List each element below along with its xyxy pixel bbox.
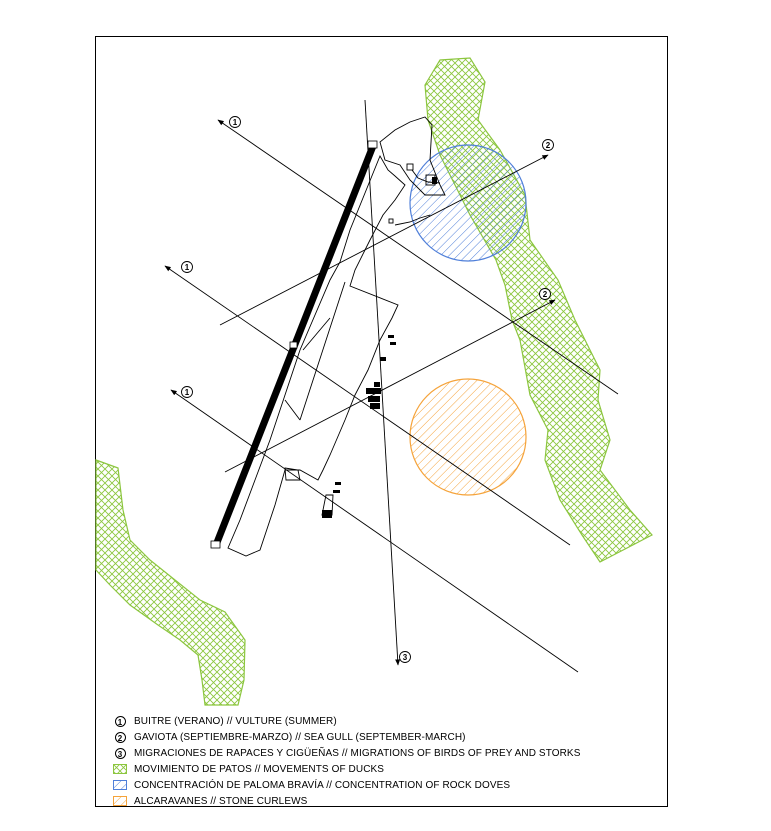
marker-seagull-1: 2: [542, 139, 554, 151]
legend-label: BUITRE (VERANO) // VULTURE (SUMMER): [134, 715, 337, 727]
svg-text:1: 1: [185, 263, 190, 272]
legend-label: GAVIOTA (SEPTIEMBRE-MARZO) // SEA GULL (…: [134, 731, 466, 743]
legend-label: ALCARAVANES // STONE CURLEWS: [134, 795, 308, 807]
marker-vulture-3: 1: [181, 386, 193, 398]
legend-item-stone-curlews: ALCARAVANES // STONE CURLEWS: [113, 793, 653, 809]
legend-marker: 3: [114, 747, 126, 759]
runway-threshold-north: [367, 140, 378, 149]
svg-text:2: 2: [543, 290, 548, 299]
legend-item-vulture: 1 BUITRE (VERANO) // VULTURE (SUMMER): [113, 713, 653, 729]
vulture-route-2: [164, 265, 571, 546]
legend: 1 BUITRE (VERANO) // VULTURE (SUMMER) 2 …: [113, 713, 653, 809]
runway-midpoint-marker: [289, 341, 298, 349]
rock-doves-zone: [409, 144, 527, 262]
terminal-buildings: [322, 177, 437, 518]
marker-seagull-2: 2: [539, 288, 551, 300]
bird-routes: [164, 99, 619, 673]
ducks-zone-left: [95, 459, 246, 706]
legend-label: MIGRACIONES DE RAPACES Y CIGÜEÑAS // MIG…: [134, 747, 581, 759]
marker-vulture-2: 1: [181, 261, 193, 273]
svg-text:3: 3: [403, 653, 408, 662]
legend-item-ducks: MOVIMIENTO DE PATOS // MOVEMENTS OF DUCK…: [113, 761, 653, 777]
migration-route: [364, 99, 401, 666]
seagull-route-1: [219, 154, 549, 326]
runway-threshold-south: [210, 540, 221, 549]
marker-migration: 3: [399, 651, 411, 663]
route-markers: 1 1 1 2 2 3: [181, 116, 554, 663]
vulture-route-3: [170, 389, 579, 673]
legend-label: CONCENTRACIÓN DE PALOMA BRAVÍA // CONCEN…: [134, 779, 511, 791]
blue-hatch-swatch: [113, 780, 127, 790]
green-crosshatch-swatch: [113, 764, 127, 774]
legend-item-migration: 3 MIGRACIONES DE RAPACES Y CIGÜEÑAS // M…: [113, 745, 653, 761]
legend-label: MOVIMIENTO DE PATOS // MOVEMENTS OF DUCK…: [134, 763, 385, 775]
svg-text:2: 2: [546, 141, 551, 150]
svg-text:1: 1: [233, 118, 238, 127]
map-frame: [95, 36, 668, 807]
marker-vulture-1: 1: [229, 116, 241, 128]
vulture-route-1: [217, 119, 619, 395]
legend-marker: 2: [114, 731, 126, 743]
svg-text:1: 1: [185, 388, 190, 397]
legend-item-seagull: 2 GAVIOTA (SEPTIEMBRE-MARZO) // SEA GULL…: [113, 729, 653, 745]
legend-item-rock-doves: CONCENTRACIÓN DE PALOMA BRAVÍA // CONCEN…: [113, 777, 653, 793]
stone-curlews-zone: [409, 378, 527, 496]
legend-marker: 1: [114, 715, 126, 727]
orange-hatch-swatch: [113, 796, 127, 806]
seagull-route-2: [224, 299, 556, 473]
